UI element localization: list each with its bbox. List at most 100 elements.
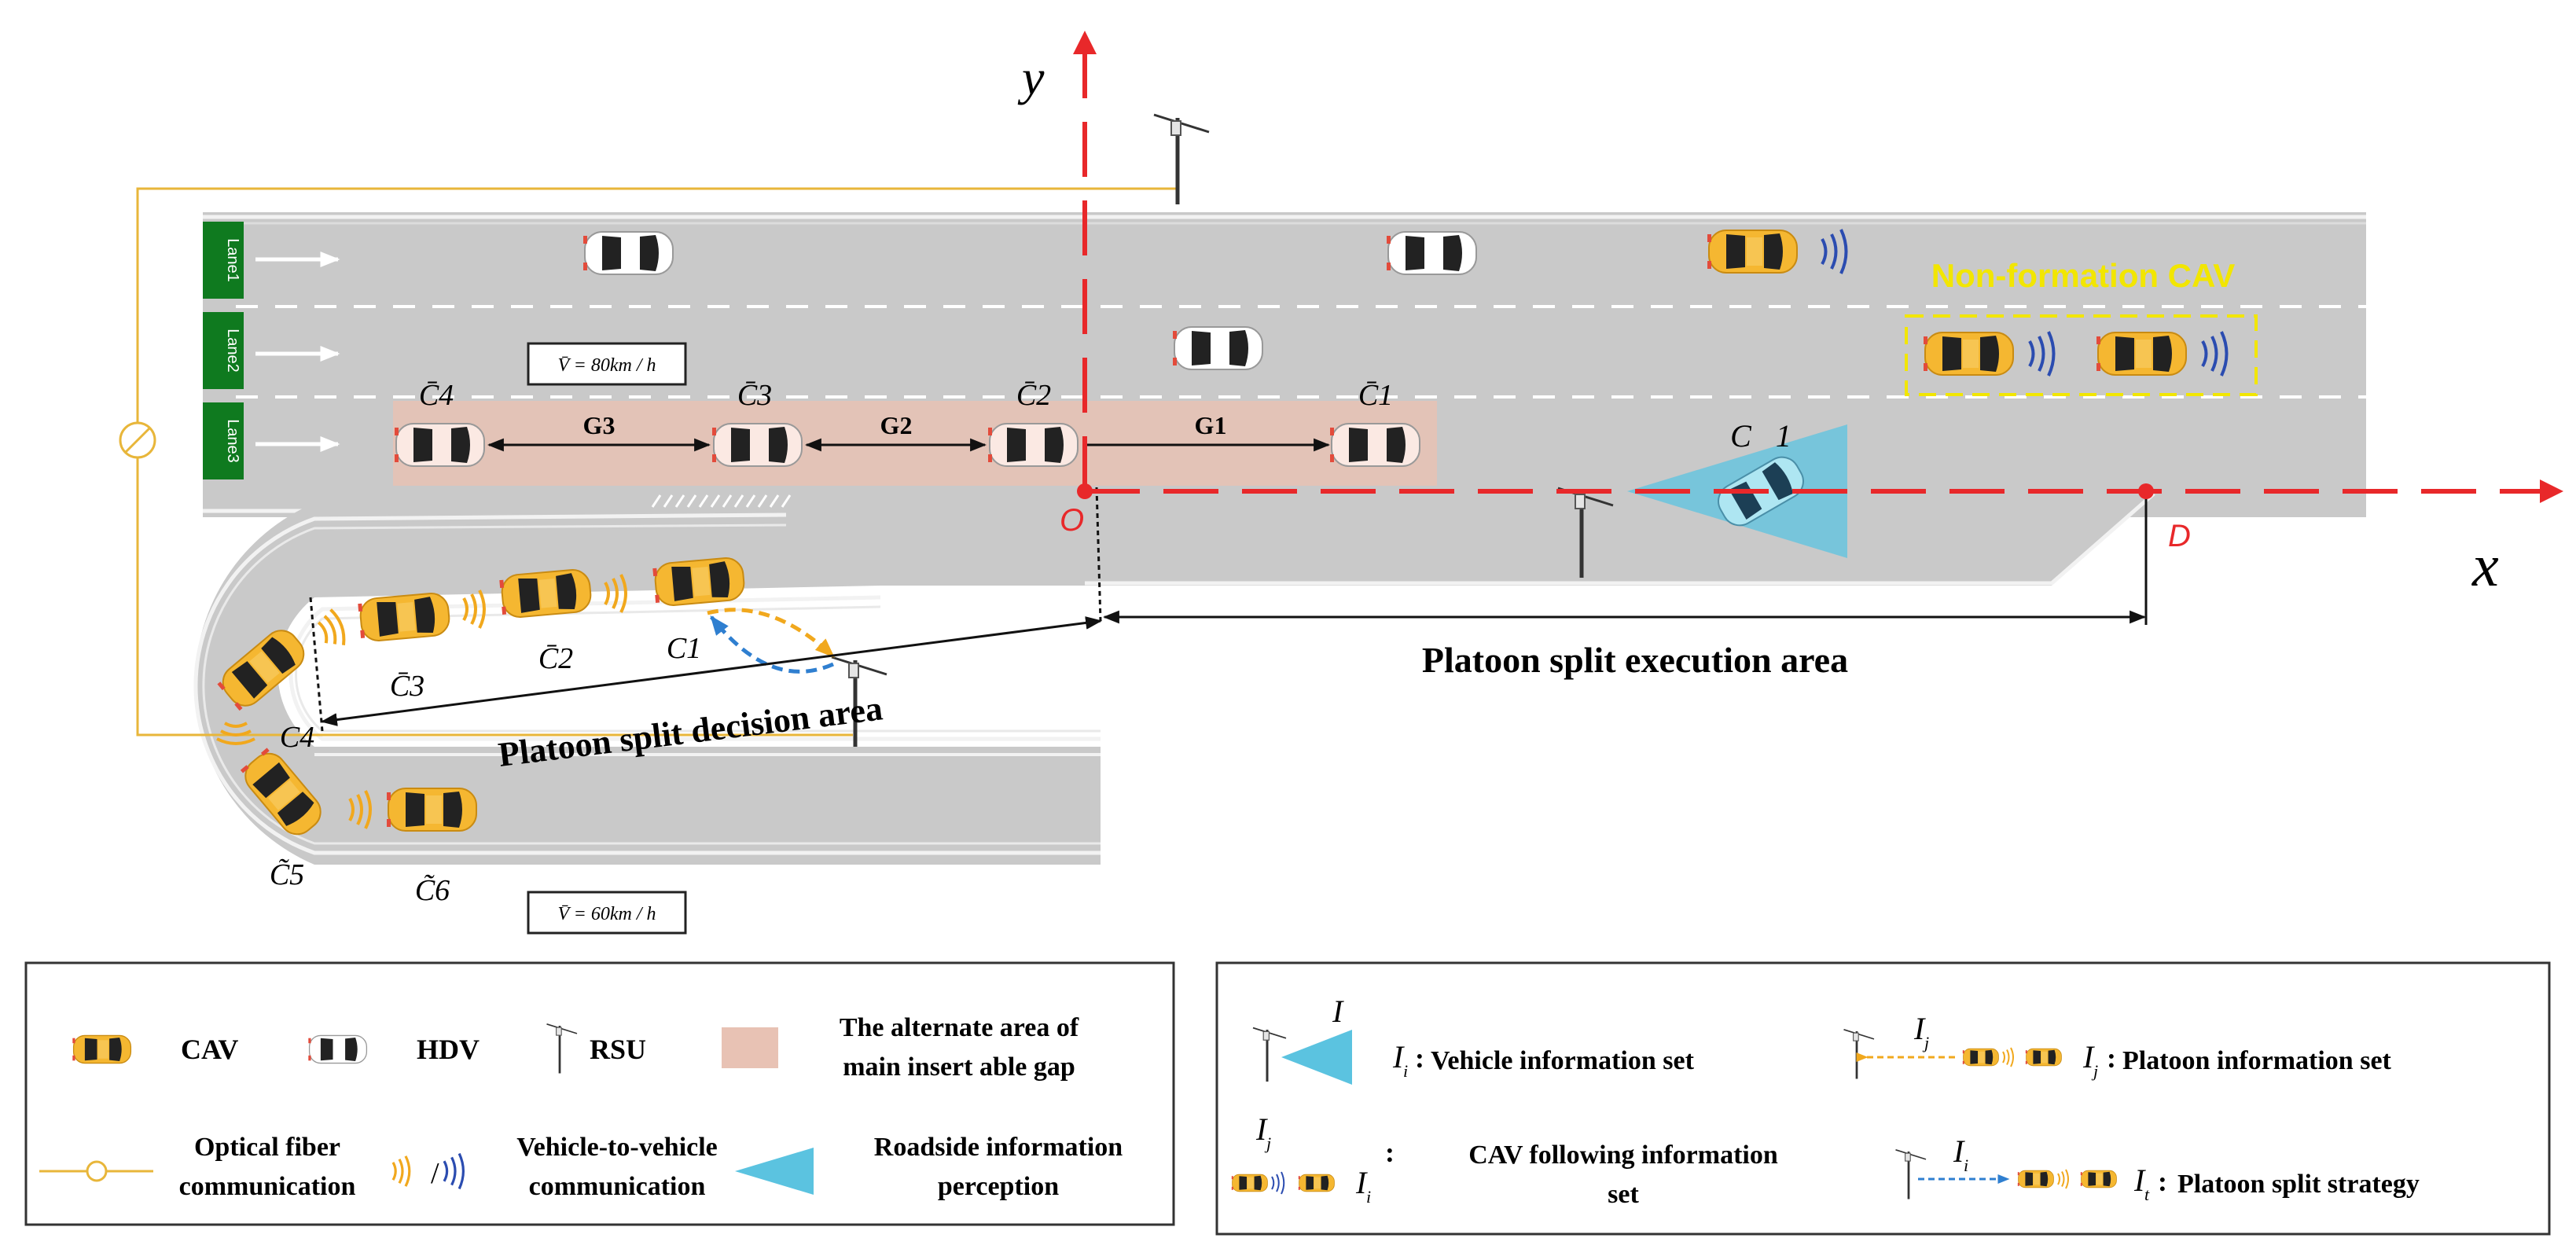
cav-car (2096, 332, 2187, 376)
svg-text:Platoon split strategy: Platoon split strategy (2177, 1170, 2420, 1199)
cav-car (498, 568, 593, 619)
svg-text:I: I (2082, 1039, 2095, 1075)
lane-sign-1: Lane1 (203, 222, 244, 299)
cav-icon (1298, 1174, 1335, 1192)
cav-icon (2025, 1048, 2062, 1067)
cav-car (386, 788, 477, 832)
v2v-signal-icon (462, 589, 486, 630)
svg-text:i: i (1366, 1187, 1371, 1207)
svg-text:RSU: RSU (590, 1034, 646, 1065)
on-ramp (193, 494, 1101, 865)
lane-signs: Lane1 Lane2 Lane3 (203, 222, 244, 479)
cav-car (651, 556, 747, 608)
svg-text:Roadside information: Roadside information (874, 1133, 1123, 1162)
origin-label: O (1060, 503, 1084, 538)
cav-car (1923, 332, 2014, 376)
svg-text:Vehicle information set: Vehicle information set (1431, 1046, 1695, 1075)
split-arrow-orange (707, 608, 835, 658)
cav-car (1707, 230, 1798, 274)
cav-icon (72, 1034, 132, 1064)
lane-sign-3: Lane3 (203, 402, 244, 479)
cav-icon (1962, 1048, 1999, 1067)
svg-text:j: j (2091, 1061, 2098, 1081)
platoon-vehicle (394, 423, 485, 467)
acceleration-lane (1085, 492, 2155, 586)
vehicle-label: C̃6 (415, 874, 450, 907)
fiber-joint-icon (86, 1160, 108, 1182)
svg-text:perception: perception (938, 1172, 1059, 1201)
vehicle-label: C̃5 (270, 858, 304, 891)
svg-text:V̄ = 80km / h: V̄ = 80km / h (557, 355, 656, 376)
svg-text:Lane2: Lane2 (224, 329, 241, 373)
svg-text:communication: communication (529, 1172, 706, 1201)
moved-vehicle-label: C⃗1 (1730, 418, 1791, 454)
perception-icon (1281, 1030, 1352, 1085)
svg-text:CAV: CAV (181, 1034, 238, 1065)
x-axis-label: x (2471, 533, 2499, 599)
legend-left: CAV HDV RSU The alternate area of main i… (24, 961, 1175, 1226)
non-formation-group: Non-formation CAV (1905, 257, 2258, 396)
vehicle-label: C1 (667, 632, 701, 665)
svg-text:Vehicle-to-vehicle: Vehicle-to-vehicle (516, 1133, 718, 1162)
vehicle-label: C̄2 (1016, 379, 1051, 412)
split-decision-dimension (309, 487, 1103, 732)
hdv-car (582, 231, 674, 275)
gap-label: G3 (583, 411, 616, 439)
vehicle-label: C̄3 (737, 379, 772, 412)
hdv-car (1172, 326, 1263, 370)
svg-text:i: i (1403, 1061, 1408, 1081)
svg-text:Lane1: Lane1 (224, 238, 241, 282)
svg-text:Lane3: Lane3 (224, 419, 241, 463)
vehicle-label: C̄2 (538, 642, 573, 675)
optical-fiber-line (119, 187, 1179, 737)
vehicle-label: C4 (280, 721, 314, 754)
cav-icon (2080, 1170, 2117, 1188)
axes: y x O D (1017, 31, 2563, 599)
hdv-icon (307, 1034, 368, 1064)
lane-direction-arrows (255, 252, 340, 452)
split-execution-label: Platoon split execution area (1422, 640, 1848, 680)
svg-text:HDV: HDV (417, 1034, 480, 1065)
vehicle-label: C̄1 (1358, 379, 1393, 412)
legend-right: I I i : Vehicle information set I j I j … (1215, 961, 2551, 1236)
colon-glyph: : (2107, 1042, 2116, 1074)
svg-text:Platoon information set: Platoon information set (2122, 1046, 2392, 1075)
cav-car (356, 591, 452, 643)
svg-text:t: t (2144, 1185, 2150, 1204)
gap-label: G2 (880, 411, 913, 439)
svg-text:i: i (1964, 1155, 1968, 1175)
y-axis-label: y (1017, 50, 1045, 105)
svg-text:CAV following information: CAV following information (1468, 1141, 1778, 1170)
speed-box-ramp: V̄ = 60km / h (527, 891, 687, 935)
svg-text:j: j (1922, 1033, 1929, 1052)
non-formation-label: Non-formation CAV (1931, 257, 2236, 294)
svg-text:I: I (1913, 1011, 1926, 1046)
svg-text:communication: communication (179, 1172, 356, 1201)
svg-text:set: set (1608, 1180, 1639, 1209)
svg-text:V̄ = 60km / h: V̄ = 60km / h (557, 904, 656, 924)
speed-box-main: V̄ = 80km / h (527, 342, 687, 386)
svg-text:I: I (1392, 1039, 1405, 1075)
svg-text:I: I (1953, 1133, 1965, 1169)
lane-sign-2: Lane2 (203, 312, 244, 389)
gap-area-swatch (722, 1027, 778, 1068)
colon-glyph: : (1415, 1042, 1424, 1074)
svg-text:I: I (2133, 1163, 2146, 1198)
v2v-signal-icon (314, 606, 350, 652)
colon-glyph: : (1385, 1137, 1395, 1168)
perception-icon (735, 1148, 814, 1195)
cav-icon (2017, 1170, 2054, 1188)
vehicle-label: C̄3 (390, 670, 424, 703)
svg-text:I: I (1255, 1111, 1268, 1147)
rsu-top (1154, 115, 1209, 204)
platoon-vehicle (1329, 423, 1420, 467)
platoon-vehicle (711, 423, 803, 467)
svg-text:main insert able gap: main insert able gap (843, 1052, 1075, 1082)
slash-glyph: / (431, 1157, 439, 1190)
insertable-gap-area (393, 401, 1437, 486)
svg-text:I: I (1332, 994, 1344, 1029)
colon-glyph: : (2158, 1166, 2167, 1197)
svg-text:The alternate area of: The alternate area of (840, 1013, 1079, 1042)
platoon-vehicle (987, 423, 1079, 467)
